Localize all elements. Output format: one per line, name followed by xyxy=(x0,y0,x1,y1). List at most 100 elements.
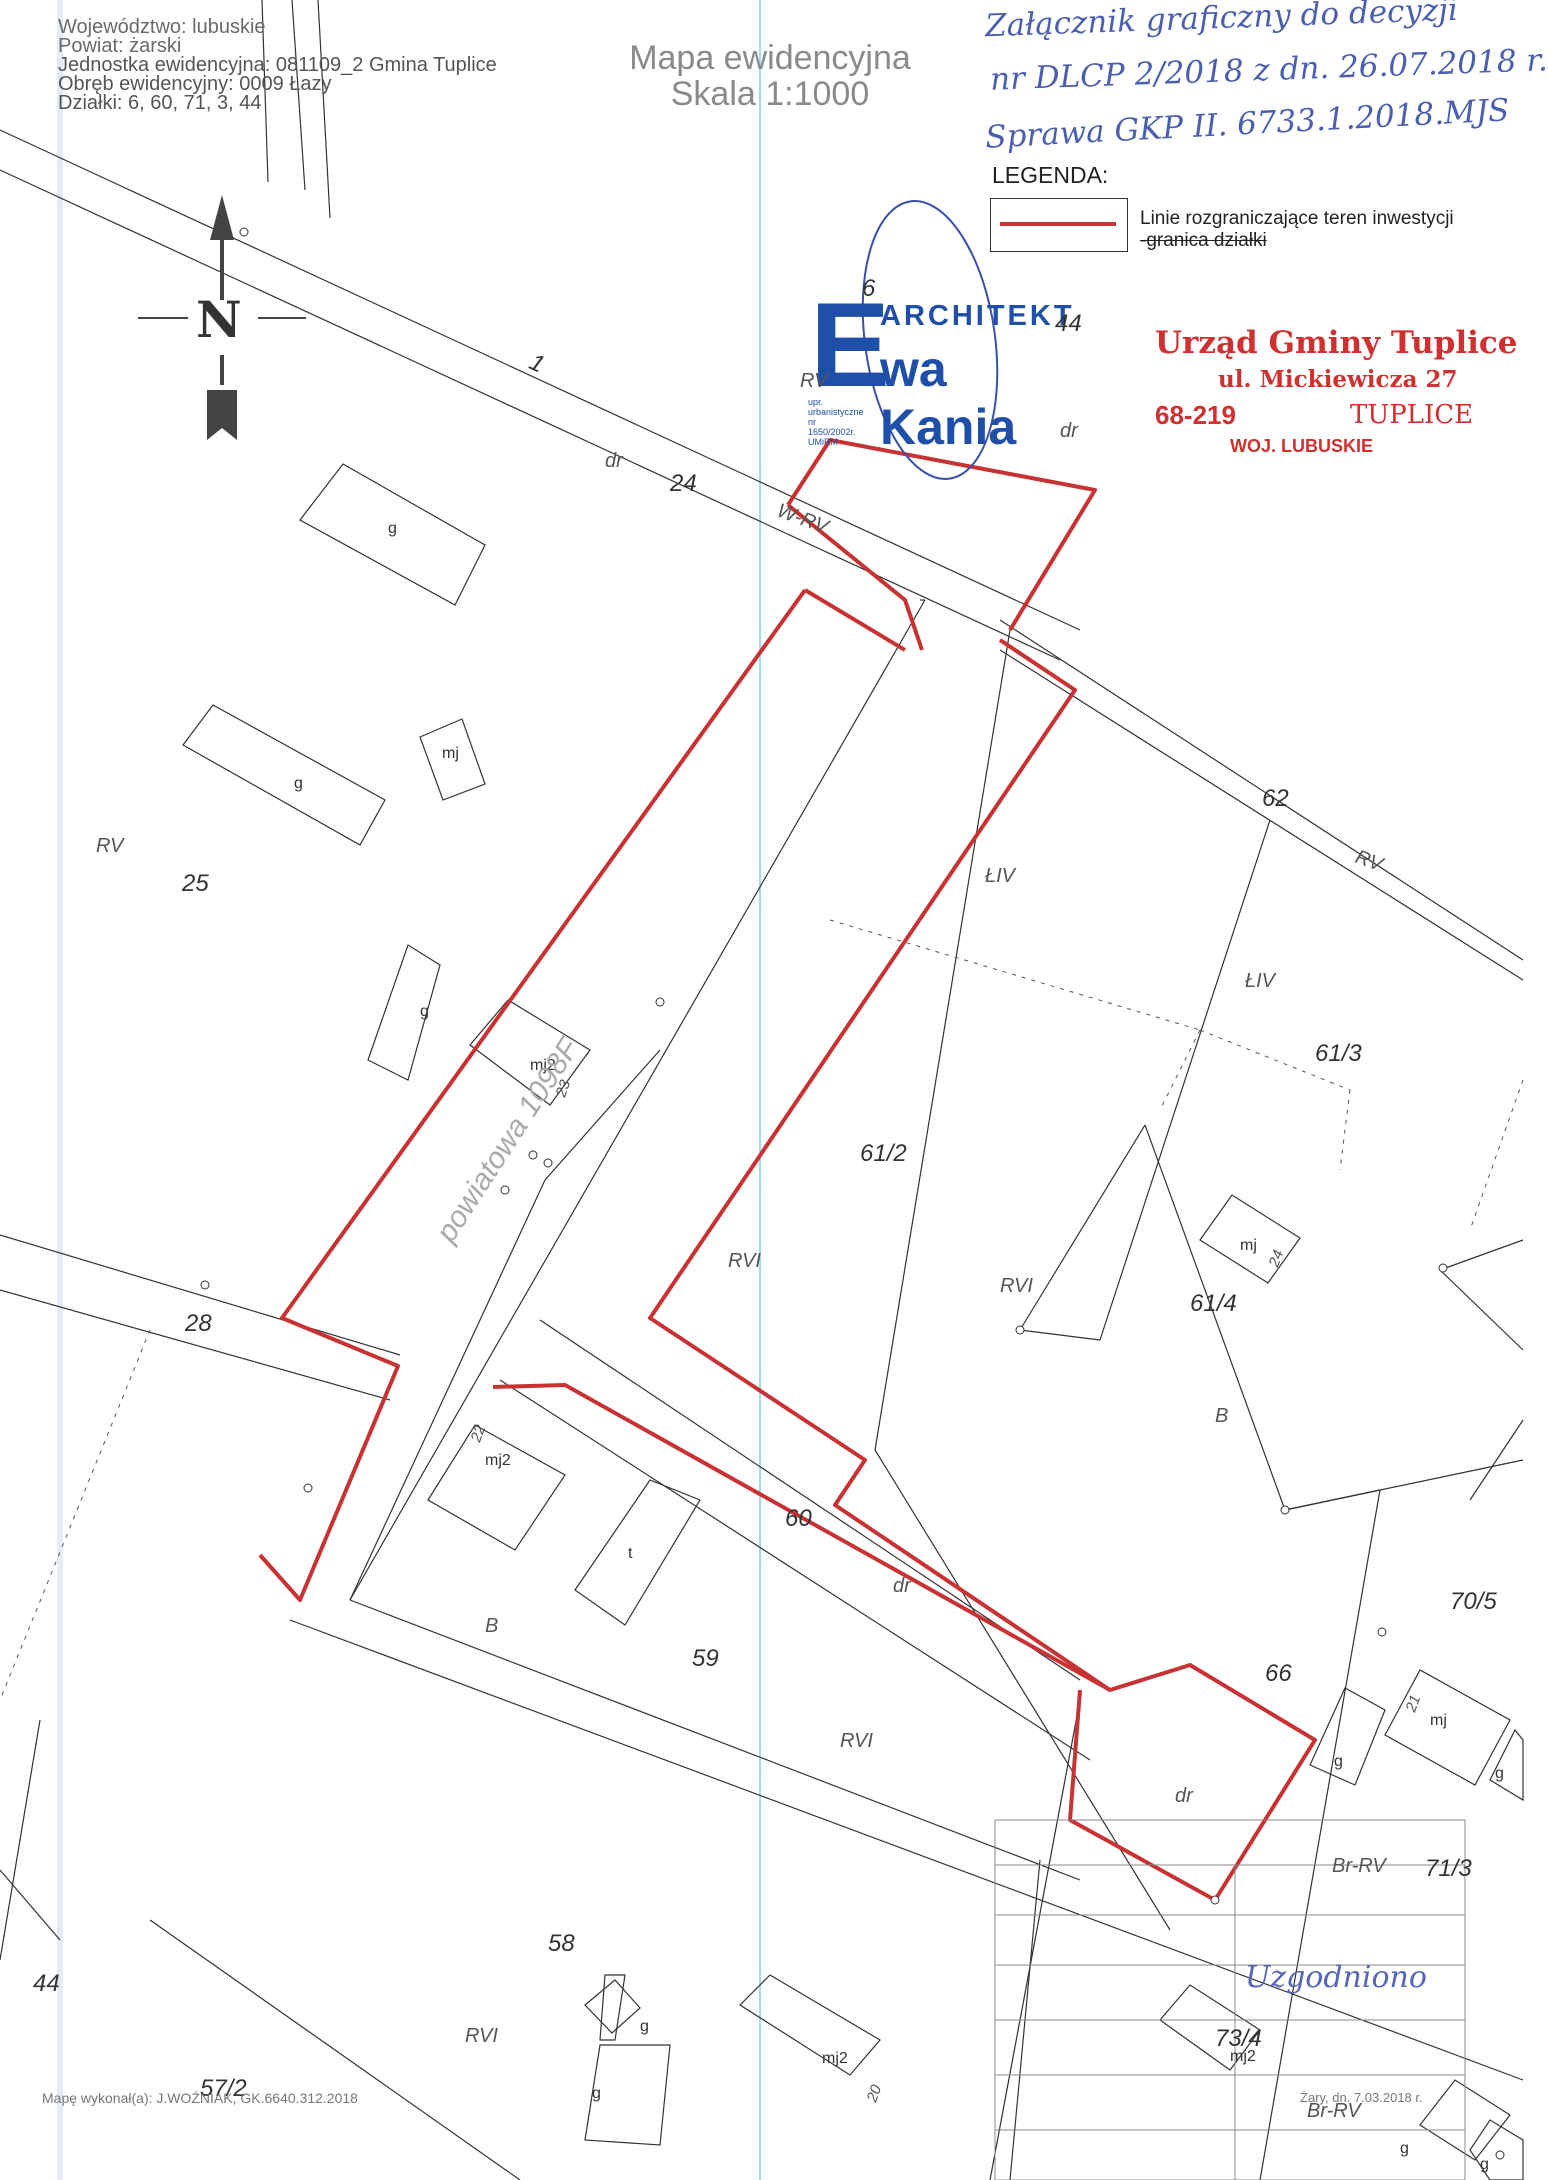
building-g-10 xyxy=(1469,2119,1524,2180)
building-g-8 xyxy=(584,2044,671,2146)
buildings xyxy=(182,463,1524,2180)
building-label: mj xyxy=(442,745,459,762)
office-stamp-line4: WOJ. LUBUSKIE xyxy=(1230,436,1374,456)
building-label: mj2 xyxy=(530,1057,556,1074)
building-label: g xyxy=(420,1003,429,1020)
land-use-label: RVI xyxy=(1000,1275,1033,1297)
building-label: mj2 xyxy=(822,2050,848,2067)
land-use-label: dr xyxy=(605,450,623,472)
building-label: g xyxy=(1400,2140,1409,2157)
building-label: g xyxy=(592,2085,601,2102)
architect-word-bottom: wa Kania xyxy=(880,341,1017,455)
parcel-label: 25 xyxy=(182,870,209,897)
building-mj2-3 xyxy=(739,1974,881,2076)
header-powiat: Powiat: żarski xyxy=(58,35,182,57)
building-label: mj2 xyxy=(1230,2048,1256,2065)
north-arrow-icon xyxy=(138,195,306,440)
building-label: g xyxy=(640,2018,649,2035)
parcel-label: 44 xyxy=(33,1970,60,1997)
building-mj2-1 xyxy=(469,999,591,1106)
office-stamp-city: TUPLICE xyxy=(1350,400,1474,430)
building-mj2-2 xyxy=(427,1424,566,1551)
north-label: N xyxy=(196,290,242,349)
architect-big-letter: E xyxy=(810,278,891,412)
office-stamp-postcode: 68-219 xyxy=(1155,400,1236,430)
land-use-label: B xyxy=(1215,1405,1229,1427)
building-g-3 xyxy=(367,944,441,1081)
building-label: g xyxy=(1334,1753,1343,1770)
investment-boundary-thin xyxy=(648,689,1077,1319)
building-label: g xyxy=(1495,1765,1504,1782)
office-stamp-line1: Urząd Gminy Tuplice xyxy=(1155,325,1518,361)
building-mj-2 xyxy=(1199,1194,1301,1284)
building-mj-1 xyxy=(419,718,486,801)
land-use-label: RVI xyxy=(840,1730,873,1752)
building-g-6 xyxy=(584,1979,641,2034)
map-title: Mapa ewidencyjna xyxy=(629,39,911,77)
building-g-4 xyxy=(1309,1687,1386,1786)
building-label: mj xyxy=(1430,1712,1447,1729)
parcel-label: 61/2 xyxy=(860,1140,907,1167)
header-jednostka: Jednostka ewidencyjna: 081109_2 Gmina Tu… xyxy=(58,54,497,76)
legend-title: LEGENDA: xyxy=(992,162,1109,188)
parcel-label: 60 xyxy=(785,1505,812,1532)
parcel-label: 61/4 xyxy=(1190,1290,1237,1317)
architect-word-top: ARCHITEKT xyxy=(880,300,1075,332)
parcel-label: 58 xyxy=(548,1930,575,1957)
parcel-label: 71/3 xyxy=(1425,1855,1472,1882)
land-use-label: Br-RV xyxy=(1307,2100,1361,2122)
legend-item-line1: Linie rozgraniczające teren inwestycji xyxy=(1140,208,1454,229)
office-stamp-line2: ul. Mickiewicza 27 xyxy=(1218,366,1458,393)
land-use-label: RV xyxy=(96,835,124,857)
parcel-label: 70/5 xyxy=(1450,1588,1497,1615)
header-wojewodztwo: Województwo: lubuskie xyxy=(58,16,266,38)
land-use-label: ŁIV xyxy=(985,865,1016,887)
land-use-label: ŁIV xyxy=(1245,970,1276,992)
map-scale: Skala 1:1000 xyxy=(670,75,870,113)
land-use-label: Br-RV xyxy=(1332,1855,1386,1877)
stamp-handwriting: Uzgodniono xyxy=(1245,1960,1427,1995)
parcel-label: 44 xyxy=(1055,310,1082,337)
parcel-label: 6 xyxy=(862,275,876,302)
footer-date: Żary, dn. 7.03.2018 r. xyxy=(1300,2090,1423,2105)
building-label: mj2 xyxy=(485,1452,511,1469)
parcel-label: 59 xyxy=(692,1645,719,1672)
signature-loop xyxy=(861,200,999,480)
legend-item-line2: -granica działki xyxy=(1140,230,1267,251)
land-use-label: RVI xyxy=(465,2025,498,2047)
investment-boundary xyxy=(258,438,1317,1902)
land-use-label: dr xyxy=(893,1575,911,1597)
building-label: mj xyxy=(1240,1237,1257,1254)
building-label: t xyxy=(628,1545,633,1562)
parcel-label: 28 xyxy=(185,1310,212,1337)
land-use-label: RVI xyxy=(728,1250,761,1272)
building-g-5 xyxy=(1489,1728,1524,1802)
building-g-7 xyxy=(599,1974,626,2041)
header-dzialki: Działki: 6, 60, 71, 3, 44 xyxy=(58,92,262,114)
building-label: g xyxy=(294,775,303,792)
dashed-boundaries xyxy=(0,919,1524,1701)
land-use-label: B xyxy=(485,1615,499,1637)
footer-author: Mapę wykonał(a): J.WOŹNIAK, GK.6640.312.… xyxy=(42,2090,358,2106)
building-label: g xyxy=(388,520,397,537)
parcel-label: 62 xyxy=(1262,785,1289,812)
building-label: g xyxy=(1480,2156,1489,2173)
building-g-1 xyxy=(299,463,486,606)
legend-item: Linie rozgraniczające teren inwestycji -… xyxy=(1140,208,1454,252)
land-use-label: RV xyxy=(800,370,828,392)
header-obreb: Obręb ewidencyjny: 0009 Łazy xyxy=(58,73,332,95)
building-g-2 xyxy=(182,704,386,846)
parcel-label: 24 xyxy=(670,470,697,497)
land-use-label: dr xyxy=(1175,1785,1193,1807)
legend-box xyxy=(990,198,1128,252)
building-mj2-4 xyxy=(1159,1984,1261,2071)
land-use-label: dr xyxy=(1060,420,1078,442)
survey-points xyxy=(200,227,1505,2160)
legend-line-swatch xyxy=(1000,222,1116,226)
architect-small: upr. urbanistyczne nr 1650/2002r. UMiRM xyxy=(808,397,864,447)
parcel-label: 57/2 xyxy=(200,2075,247,2102)
parcel-label: 61/3 xyxy=(1315,1040,1362,1067)
parcel-label: 73/4 xyxy=(1215,2025,1262,2052)
